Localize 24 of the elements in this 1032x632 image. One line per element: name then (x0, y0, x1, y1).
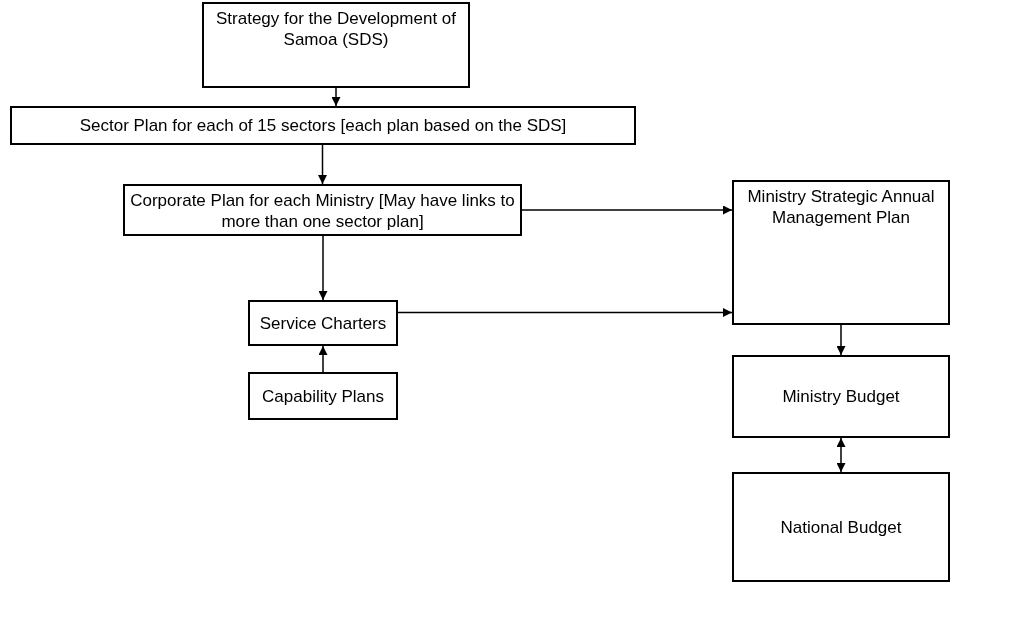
box-label: Ministry Strategic Annual Management Plan (746, 186, 936, 228)
arrow (318, 235, 328, 301)
process-box (732, 472, 950, 582)
process-box (10, 106, 636, 145)
arrow (836, 437, 846, 473)
process-box (202, 2, 470, 88)
arrow (397, 308, 733, 317)
box-label: Service Charters (259, 312, 387, 334)
process-box (248, 372, 398, 420)
box-label: Sector Plan for each of 15 sectors [each plan based on the SDS] (79, 115, 567, 136)
box-label: National Budget (780, 516, 902, 538)
box-label: Strategy for the Development of Samoa (SDS) (215, 8, 457, 50)
box-label: Corporate Plan for each Ministry [May have links to more than one sector plan] (129, 190, 516, 232)
arrow (836, 324, 846, 356)
process-box (123, 184, 522, 236)
process-box (732, 355, 950, 438)
process-box (248, 300, 398, 346)
arrow (521, 205, 733, 215)
box-label: Ministry Budget (782, 386, 900, 407)
arrow (318, 144, 327, 185)
arrow (318, 345, 328, 373)
process-box (732, 180, 950, 325)
arrow (331, 87, 341, 107)
box-label: Capability Plans (262, 385, 384, 407)
